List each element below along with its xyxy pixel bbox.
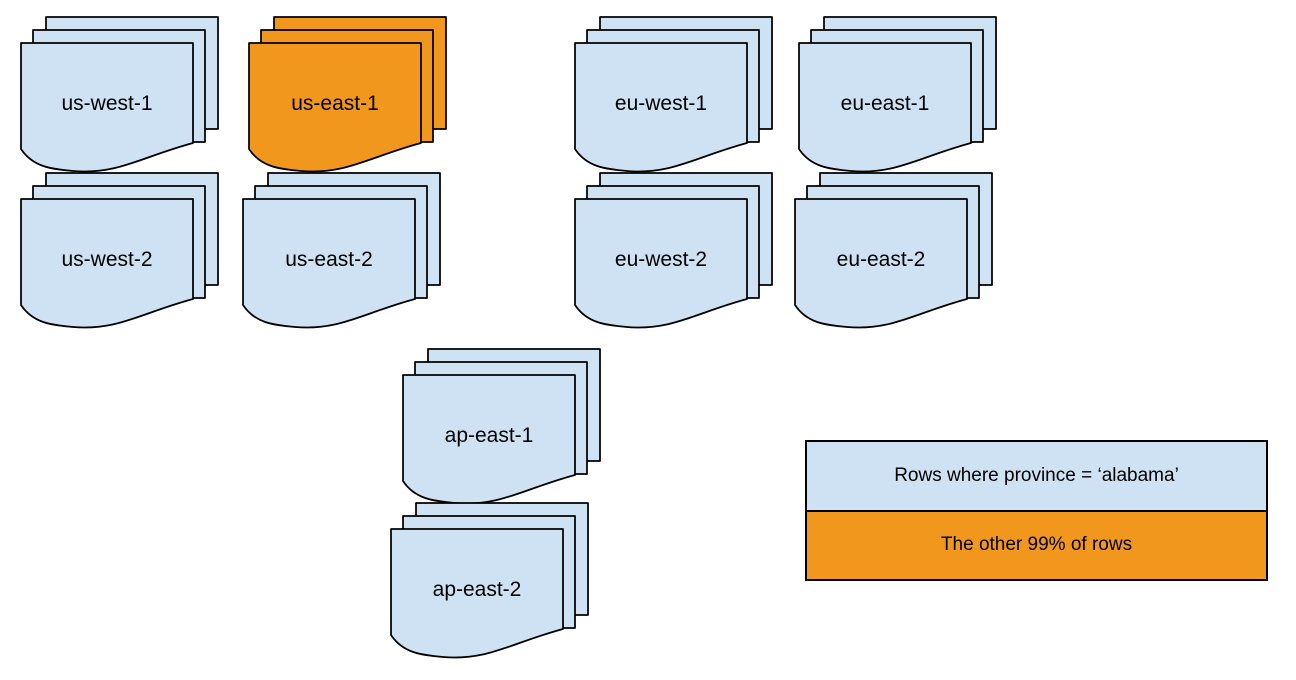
- stack-ap-east-2: ap-east-2: [390, 502, 590, 662]
- stack-eu-east-2: eu-east-2: [794, 172, 994, 332]
- document-pages-icon: [248, 16, 447, 173]
- document-pages-icon: [798, 16, 997, 173]
- legend-item-alabama-rows: Rows where province = ‘alabama’: [807, 442, 1266, 510]
- legend-item-label: Rows where province = ‘alabama’: [894, 464, 1179, 486]
- legend-item-label: The other 99% of rows: [940, 534, 1133, 556]
- document-pages-icon: [20, 16, 219, 173]
- legend-item-other-rows: The other 99% of rows: [807, 509, 1266, 579]
- document-pages-icon: [574, 172, 773, 329]
- document-pages-icon: [574, 16, 773, 173]
- document-pages-icon: [390, 502, 589, 659]
- document-pages-icon: [794, 172, 993, 329]
- stack-eu-east-1: eu-east-1: [798, 16, 998, 176]
- document-pages-icon: [402, 348, 601, 505]
- stack-us-west-1: us-west-1: [20, 16, 220, 176]
- legend: Rows where province = ‘alabama’ The othe…: [805, 440, 1268, 581]
- stack-eu-west-1: eu-west-1: [574, 16, 774, 176]
- stack-us-east-2: us-east-2: [242, 172, 442, 332]
- document-pages-icon: [242, 172, 441, 329]
- stack-eu-west-2: eu-west-2: [574, 172, 774, 332]
- document-pages-icon: [20, 172, 219, 329]
- stack-ap-east-1: ap-east-1: [402, 348, 602, 508]
- stack-us-east-1: us-east-1: [248, 16, 448, 176]
- stack-us-west-2: us-west-2: [20, 172, 220, 332]
